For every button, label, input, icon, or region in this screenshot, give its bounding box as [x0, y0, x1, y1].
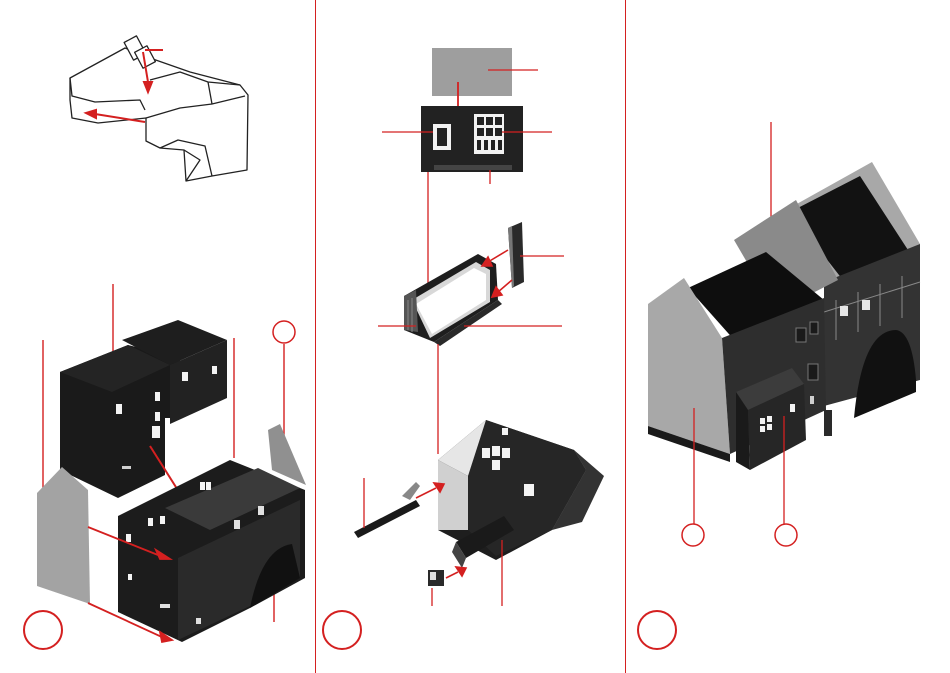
- callout-circle-right-b: [775, 524, 797, 546]
- upper-storey-block: [60, 320, 227, 498]
- step-circle-right: [638, 611, 676, 649]
- step-right-panel: [626, 0, 950, 673]
- step-circle-middle: [323, 611, 361, 649]
- step-circle-left: [24, 611, 62, 649]
- window-panel: [421, 106, 523, 172]
- step-middle-panel: [316, 0, 625, 673]
- grey-plate: [432, 48, 512, 96]
- small-lamp: [428, 570, 444, 586]
- gable-wall-left: [37, 467, 90, 604]
- roof-frame-sketch: [70, 36, 248, 181]
- light-box-frame: [404, 254, 502, 346]
- callout-circle-left-top: [273, 321, 295, 343]
- callout-circle-right-a: [682, 524, 704, 546]
- side-insert: [508, 222, 524, 288]
- step-left-panel: [0, 0, 315, 673]
